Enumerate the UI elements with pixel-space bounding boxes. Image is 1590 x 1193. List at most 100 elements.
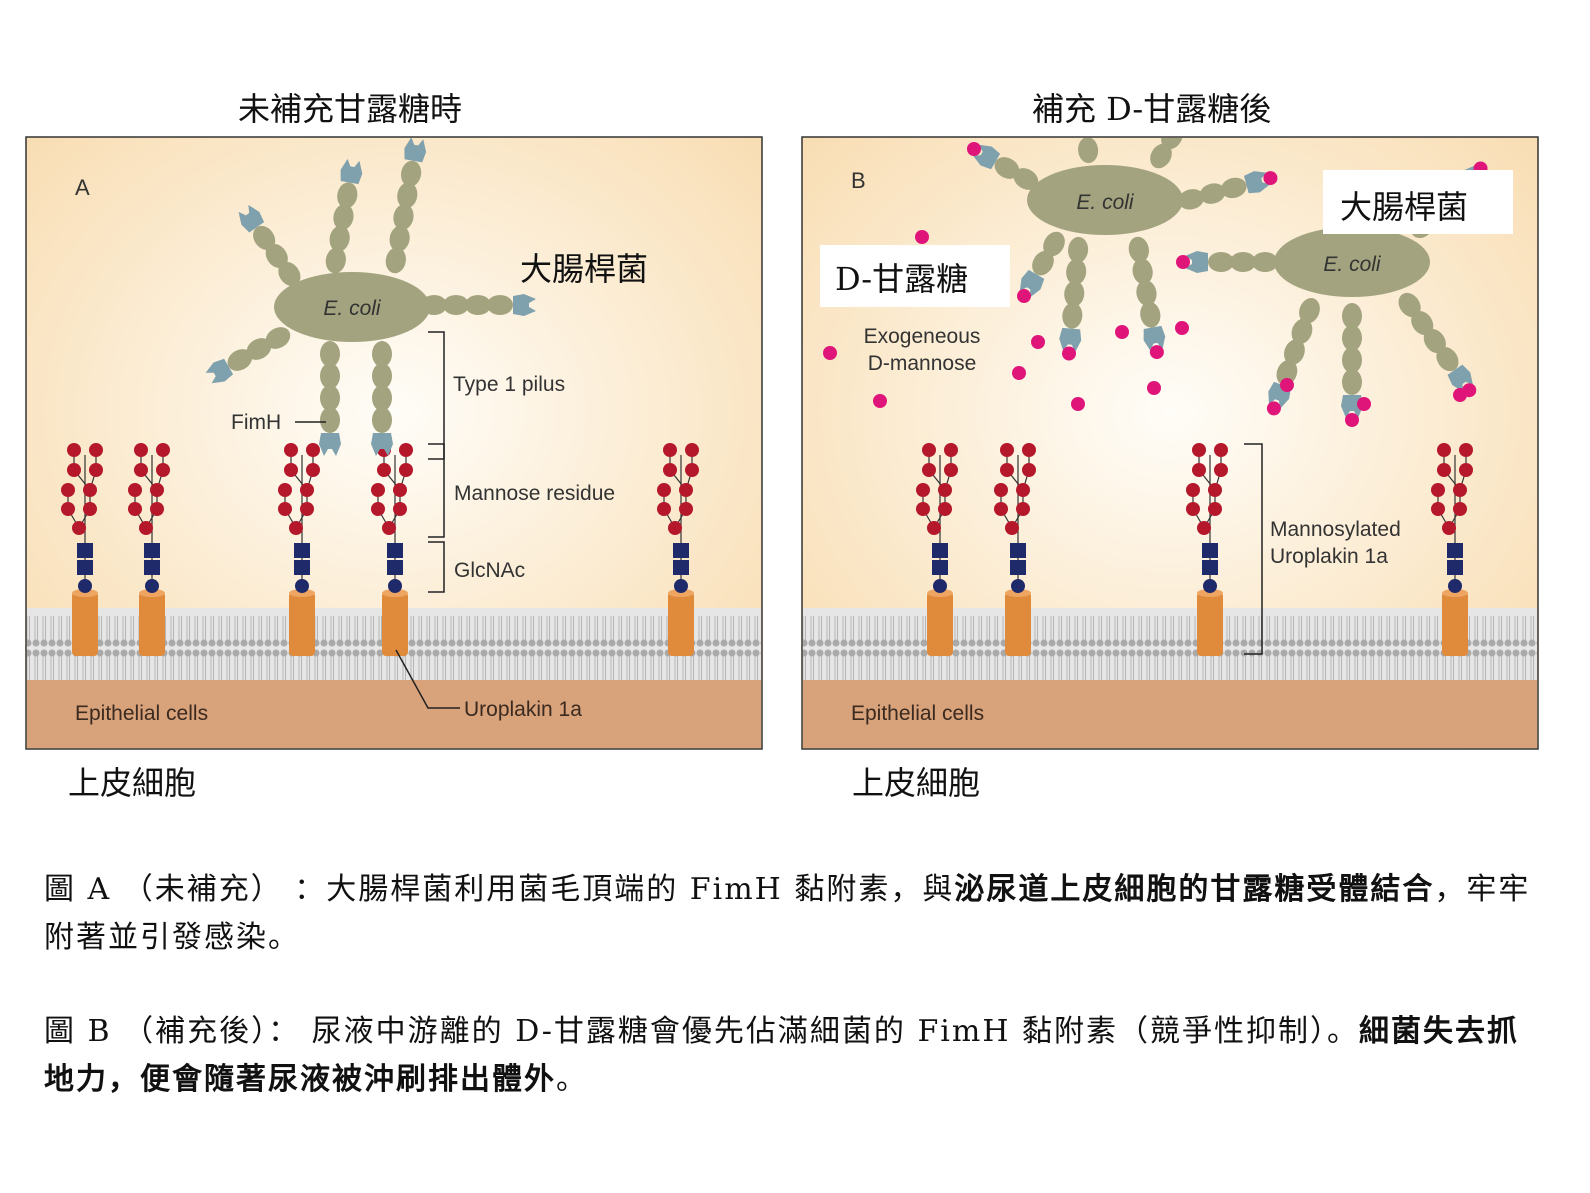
mannosylated-uroplakin [61,443,103,656]
mannose-residue [1437,463,1451,477]
uroplakin-cylinder [1005,592,1031,656]
mannose-residue [139,521,153,535]
pilus-subunit [246,338,272,360]
pilus-subunit [1423,328,1446,354]
pilus-subunit [1208,252,1234,272]
type1-pilus [1078,138,1099,164]
free-d-mannose [915,230,929,244]
panel-b-letter: B [851,168,866,193]
pilus-subunit [253,225,276,251]
mannose-residue [156,443,170,457]
mannose-residue [927,521,941,535]
type1-pilus [1017,231,1065,304]
ecoli-label-b2: E. coli [1323,253,1382,276]
pilus-subunit [333,204,354,230]
type1-pilus [966,142,1039,190]
mannose-residue [663,443,677,457]
uroplakin-cylinder [1442,592,1468,656]
free-d-mannose [1280,378,1294,392]
glcnac-circle [145,579,159,593]
bracket-b [1244,443,1263,655]
free-d-mannose [1071,397,1085,411]
ecoli-body [1274,227,1430,297]
mannosylated-uroplakin [657,443,699,656]
type1-pilus [238,205,301,287]
uroplakin-cylinder [289,592,315,656]
mannose-residue [67,463,81,477]
mannose-residue [679,483,693,497]
mannose-residue [278,483,292,497]
pilus-subunit [487,295,513,315]
fimh-adhesin [1143,325,1166,352]
mannose-residue [1453,483,1467,497]
mannose-residue [150,483,164,497]
epithelial-zh-label-a: 上皮細胞 [68,764,196,802]
pilus-subunit [1342,347,1362,373]
type1-pilus [1398,292,1477,398]
mannose-residue [61,483,75,497]
type1-pilus [371,341,393,456]
mannosylated-uroplakin [1431,443,1473,656]
mannose-residue [944,463,958,477]
glcnac-square [77,543,93,558]
caption-a-suffix: ，牢牢附著並引發感染。 [44,872,1531,955]
pilus-subunit [1043,231,1065,257]
fimh-adhesin [205,358,234,384]
pilus-subunit [397,182,418,209]
mannose-residue [1459,443,1473,457]
epithelial-zh-label-b: 上皮細胞 [852,764,980,802]
glcnac-square [932,560,948,575]
free-d-mannose [1115,325,1129,339]
mannose-residue [668,521,682,535]
mannose-residue [399,443,413,457]
mannose-residue [289,521,303,535]
pilus-subunit [443,295,469,315]
mannose-residue [1186,502,1200,516]
fimh-adhesin [1019,269,1045,298]
mannose-residue [1197,521,1211,535]
pilus-subunit [1342,303,1362,329]
mannose-residue [1431,502,1445,516]
mannose-residue [1000,443,1014,457]
mannose-residue [1186,483,1200,497]
glcnac-square [1447,543,1463,558]
pilus-subunit [1068,236,1089,263]
caption-b-bold: 細菌失去抓地力，便會隨著尿液被沖刷排出體外 [44,1014,1520,1097]
ecoli-zh-label-box [1323,170,1513,234]
mannose-residue [371,483,385,497]
fimh-adhesin [1185,251,1208,273]
fimh-label: FimH [231,411,281,434]
pilus-subunit [372,341,392,367]
glcnac-square [77,560,93,575]
mannose-residue [89,463,103,477]
pilus-subunit [1128,236,1149,263]
pilus-subunit [1140,301,1161,328]
bound-d-mannose [1062,346,1077,361]
type1-pilus [1176,251,1278,273]
mannosylated-label-2: Uroplakin 1a [1270,545,1388,568]
mannose-residue [1208,483,1222,497]
ecoli-label-b1: E. coli [1076,191,1135,214]
glcnac-circle [933,579,947,593]
glcnac-square [294,560,310,575]
mannose-residue [284,463,298,477]
pilus-subunit [1032,250,1054,276]
exogeneous-label-2: D-mannose [868,352,977,375]
pilus-subunit [994,157,1020,179]
ecoli-zh-label-b: 大腸桿菌 [1340,188,1468,226]
uroplakin-cylinder [382,592,408,656]
pilus-subunit [1342,325,1362,351]
pilus-subunit [1342,369,1362,395]
mannosylated-uroplakin [278,443,320,656]
exogeneous-label-1: Exogeneous [864,325,981,348]
uroplakin-cylinder [1197,592,1223,656]
mannose-residue [1016,483,1030,497]
uroplakin-cylinder [668,592,694,656]
mannose-residue [300,483,314,497]
pilus-subunit [325,247,346,274]
free-d-mannose [1147,381,1161,395]
dmannose-zh-label-box [820,245,1010,307]
pilus-subunit [465,295,491,315]
free-d-mannose [1175,321,1189,335]
